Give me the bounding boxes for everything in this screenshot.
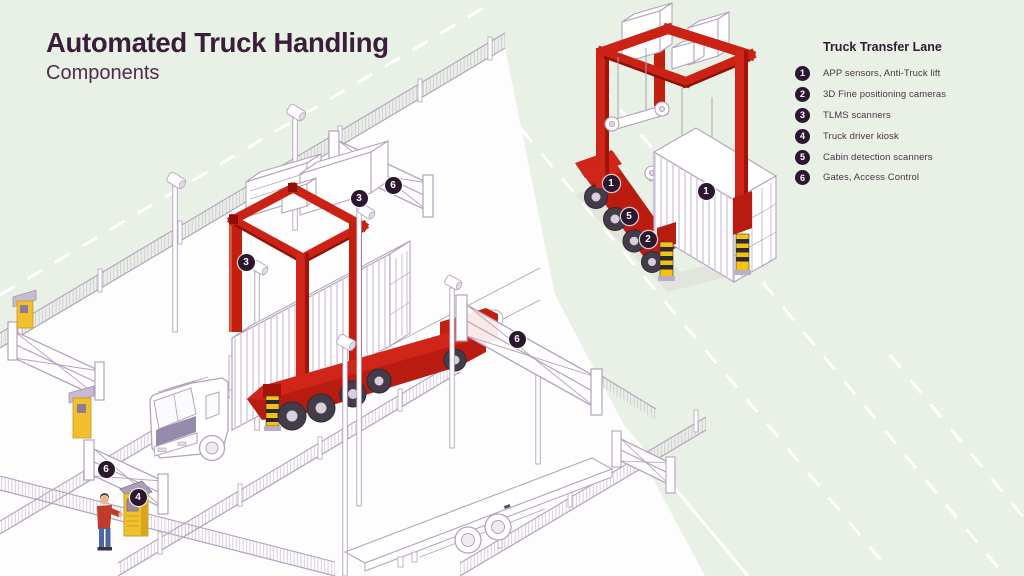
- component-marker-5: 5: [620, 207, 638, 225]
- legend-item-number: 5: [795, 149, 810, 165]
- legend-item-label: APP sensors, Anti-Truck lift: [823, 67, 941, 79]
- legend-item-number: 2: [795, 86, 810, 102]
- fence-center: [117, 358, 461, 576]
- legend-item-number: 4: [795, 128, 810, 144]
- legend-item: 3 TLMS scanners: [795, 105, 1021, 126]
- legend-item-number: 6: [795, 170, 810, 186]
- legend: Truck Transfer Lane 1 APP sensors, Anti-T…: [795, 40, 1021, 188]
- tlms-camera-pole-tall: [356, 203, 376, 507]
- page-title: Automated Truck Handling: [46, 27, 389, 58]
- component-marker-6: 6: [384, 176, 402, 194]
- camera-pole-chassis: [336, 334, 357, 576]
- legend-item: 5 Cabin detection scanners: [795, 147, 1021, 168]
- header: Automated Truck Handling Components: [46, 27, 389, 85]
- light-pole-1: [166, 171, 187, 333]
- person: [97, 493, 123, 551]
- kiosk-mid-left: [68, 385, 95, 439]
- legend-item: 6 Gates, Access Control: [795, 167, 1021, 188]
- gate-upper-left: [7, 321, 105, 401]
- fence-gate2-stub: [599, 374, 657, 420]
- legend-item: 1 APP sensors, Anti-Truck lift: [795, 63, 1021, 84]
- legend-item-label: Cabin detection scanners: [823, 151, 933, 163]
- legend-item: 4 Truck driver kiosk: [795, 126, 1021, 147]
- component-marker-3: 3: [350, 189, 368, 207]
- legend-item-number: 1: [795, 65, 810, 81]
- legend-item-number: 3: [795, 107, 810, 123]
- legend-item-label: Gates, Access Control: [823, 172, 920, 184]
- gate-bottom-right: [611, 430, 676, 494]
- page-subtitle: Components: [46, 62, 160, 84]
- legend-item: 2 3D Fine positioning cameras: [795, 84, 1021, 105]
- component-marker-6: 6: [97, 460, 115, 478]
- component-marker-1: 1: [602, 174, 620, 192]
- legend-item-label: 3D Fine positioning cameras: [823, 88, 947, 100]
- legend-title: Truck Transfer Lane: [823, 40, 942, 54]
- flatbed-trailer: [343, 457, 614, 572]
- component-marker-3: 3: [237, 253, 255, 271]
- component-marker-4: 4: [129, 488, 147, 506]
- gate-transfer-lane: [455, 294, 603, 416]
- component-marker-2: 2: [639, 230, 657, 248]
- legend-item-label: Truck driver kiosk: [823, 130, 899, 142]
- component-marker-6: 6: [508, 330, 526, 348]
- kiosk-upper-left: [12, 289, 37, 329]
- legend-list: 1 APP sensors, Anti-Truck lift 2 3D Fine po…: [795, 63, 1021, 188]
- legend-item-label: TLMS scanners: [823, 109, 891, 121]
- component-marker-1: 1: [697, 182, 715, 200]
- camera-pole-gate2-left: [444, 274, 463, 449]
